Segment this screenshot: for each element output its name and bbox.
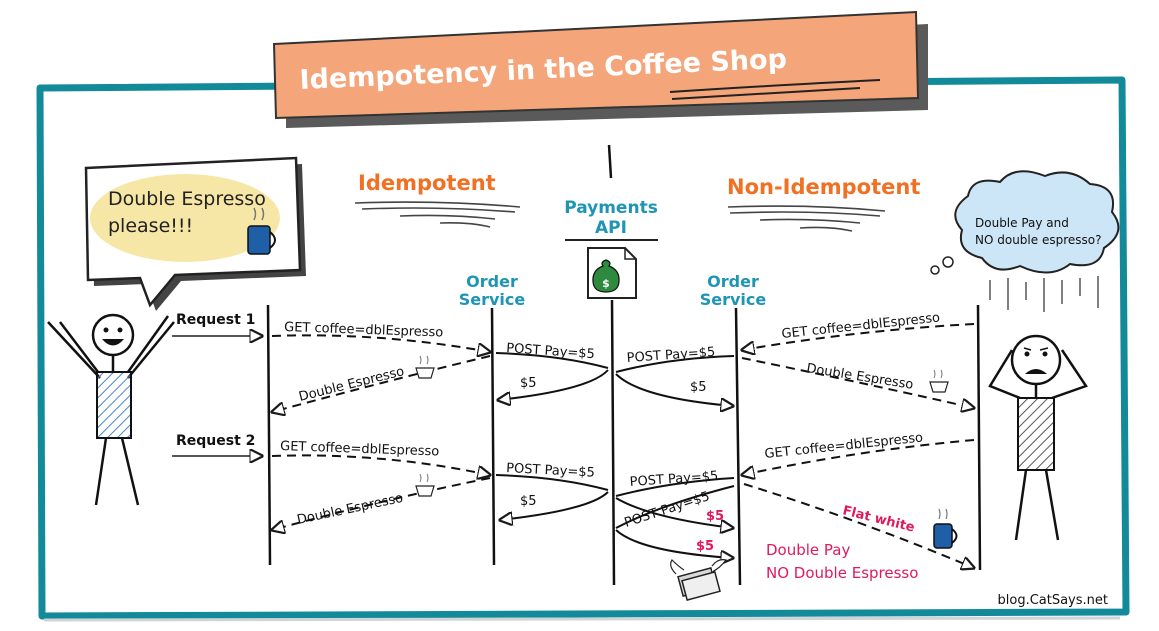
right-get-coffee-2: GET coffee=dblEspresso	[764, 430, 924, 462]
cup-icon	[929, 369, 949, 393]
right-pay-return-2: $5	[706, 509, 724, 524]
left-double-espresso-1: Double Espresso	[297, 364, 405, 405]
left-pay-return-2: $5	[520, 494, 537, 509]
request-1-label: Request 1	[176, 312, 255, 328]
speech-line-1: Double Espresso	[108, 188, 266, 210]
cup-icon	[415, 355, 435, 379]
result-line-2: NO Double Espresso	[766, 564, 918, 582]
left-flow-request-1: GET coffee=dblEspresso POST Pay=$5 $5 Do…	[272, 320, 609, 412]
payments-api-line-1: Payments	[564, 198, 658, 218]
payments-api-header: Payments API $	[564, 198, 658, 299]
happy-customer-figure	[47, 313, 175, 506]
result-line-1: Double Pay	[766, 541, 850, 559]
speech-bubble: Double Espresso please!!!	[84, 156, 306, 311]
left-double-espresso-2: Double Espresso	[296, 491, 405, 528]
request-1: Request 1	[172, 312, 262, 336]
left-post-pay-2: POST Pay=$5	[506, 461, 595, 481]
right-pay-return-3: $5	[696, 539, 714, 554]
cup-icon	[415, 473, 435, 497]
idempotent-heading: Idempotent	[354, 171, 521, 228]
request-2: Request 2	[172, 433, 262, 456]
idempotent-label: Idempotent	[358, 171, 496, 195]
thought-line-1: Double Pay and	[975, 216, 1069, 230]
worried-customer-figure	[988, 334, 1088, 541]
money-document-icon: $	[587, 247, 637, 299]
flying-money-icon	[670, 559, 728, 601]
right-order-service-line-2: Service	[700, 290, 767, 309]
coffee-mug-icon	[247, 207, 276, 255]
non-idempotent-label: Non-Idempotent	[727, 175, 920, 199]
right-post-pay-2: POST Pay=$5	[629, 469, 719, 490]
left-order-service-line-1: Order	[466, 272, 518, 291]
thought-line-2: NO double espresso?	[975, 233, 1101, 247]
right-order-service-line-1: Order	[707, 272, 759, 291]
right-pay-return-1: $5	[690, 380, 707, 395]
right-flow-request-1: GET coffee=dblEspresso POST Pay=$5 $5 Do…	[615, 310, 974, 408]
thought-cloud: Double Pay and NO double espresso?	[930, 170, 1120, 312]
left-pay-return-1: $5	[520, 376, 537, 391]
request-2-label: Request 2	[176, 433, 255, 449]
speech-line-2: please!!!	[108, 215, 193, 237]
non-idempotent-heading: Non-Idempotent	[727, 175, 920, 232]
footer-credit: blog.CatSays.net	[998, 593, 1109, 608]
left-flow-request-2: GET coffee=dblEspresso POST Pay=$5 $5 Do…	[272, 439, 609, 530]
coffee-mug-icon	[933, 508, 958, 549]
left-get-coffee-2: GET coffee=dblEspresso	[280, 439, 440, 460]
svg-text:$: $	[602, 277, 610, 290]
right-post-pay-1: POST Pay=$5	[626, 345, 716, 366]
payments-api-line-2: API	[595, 218, 627, 238]
right-double-espresso: Double Espresso	[805, 361, 914, 393]
left-get-coffee-1: GET coffee=dblEspresso	[284, 320, 444, 341]
left-order-service-line-2: Service	[459, 290, 526, 309]
right-post-pay-3: POST Pay=$5	[623, 489, 712, 531]
right-flow-request-2: GET coffee=dblEspresso POST Pay=$5 POST …	[615, 430, 974, 601]
right-get-coffee-1: GET coffee=dblEspresso	[781, 310, 941, 342]
title-banner: Idempotency in the Coffee Shop	[272, 10, 928, 128]
left-post-pay-1: POST Pay=$5	[506, 341, 596, 362]
